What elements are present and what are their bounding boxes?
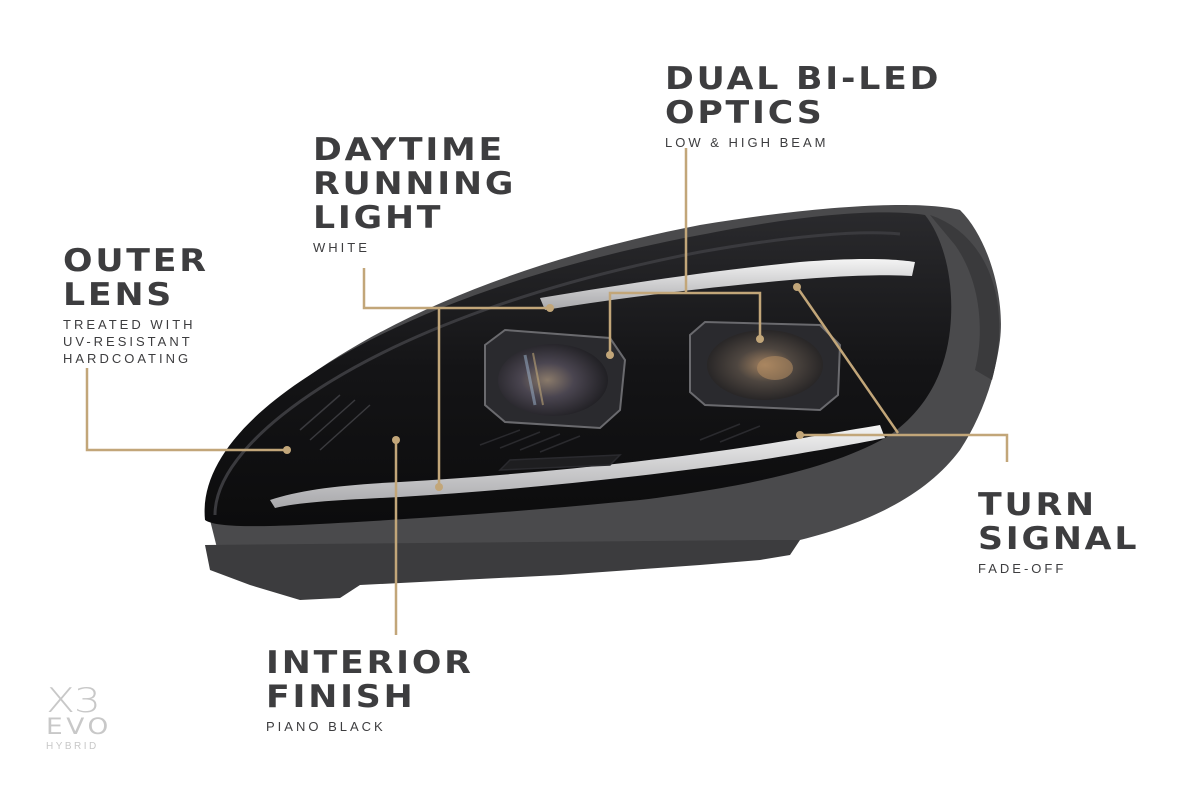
callout-turn-signal: TURN SIGNAL FADE-OFF	[978, 488, 1136, 577]
callout-outer-lens: OUTER LENS TREATED WITH UV-RESISTANT HAR…	[63, 244, 206, 367]
callout-dual-bi-led-optics: DUAL BI-LED OPTICS LOW & HIGH BEAM	[665, 62, 938, 151]
callout-title: INTERIOR	[266, 645, 474, 681]
interior-details	[299, 394, 761, 471]
callout-title: OUTER	[63, 243, 209, 279]
callout-title: LENS	[63, 277, 175, 313]
callout-subtitle: WHITE	[313, 240, 370, 255]
x3-evo-hybrid-logo: X3 EVO HYBRID	[46, 684, 108, 752]
logo-line-x3: X3	[46, 681, 101, 721]
projector-right	[689, 320, 842, 412]
callout-daytime-running-light: DAYTIME RUNNING LIGHT WHITE	[313, 133, 513, 256]
callout-subtitle: HARDCOATING	[63, 351, 192, 366]
leader-lines	[85, 148, 1009, 635]
callout-subtitle: FADE-OFF	[978, 561, 1067, 576]
callout-interior-finish: INTERIOR FINISH PIANO BLACK	[266, 646, 471, 735]
callout-title: OPTICS	[665, 95, 825, 131]
callout-subtitle: UV-RESISTANT	[63, 334, 193, 349]
logo-line-hybrid: HYBRID	[46, 741, 99, 752]
callout-title: DAYTIME	[313, 132, 505, 168]
logo-line-evo: EVO	[46, 715, 112, 740]
callout-title: TURN	[978, 487, 1097, 523]
projector-left	[484, 328, 627, 430]
callout-title: LIGHT	[313, 200, 444, 236]
callout-title: RUNNING	[313, 166, 517, 202]
callout-subtitle: LOW & HIGH BEAM	[665, 135, 829, 150]
callout-subtitle: TREATED WITH	[63, 317, 196, 332]
callout-title: DUAL BI-LED	[665, 61, 942, 97]
leader-dots	[283, 283, 804, 491]
callout-title: FINISH	[266, 679, 416, 715]
drl-light-bar	[270, 259, 915, 508]
callout-subtitle: PIANO BLACK	[266, 719, 386, 734]
callout-title: SIGNAL	[978, 521, 1140, 557]
